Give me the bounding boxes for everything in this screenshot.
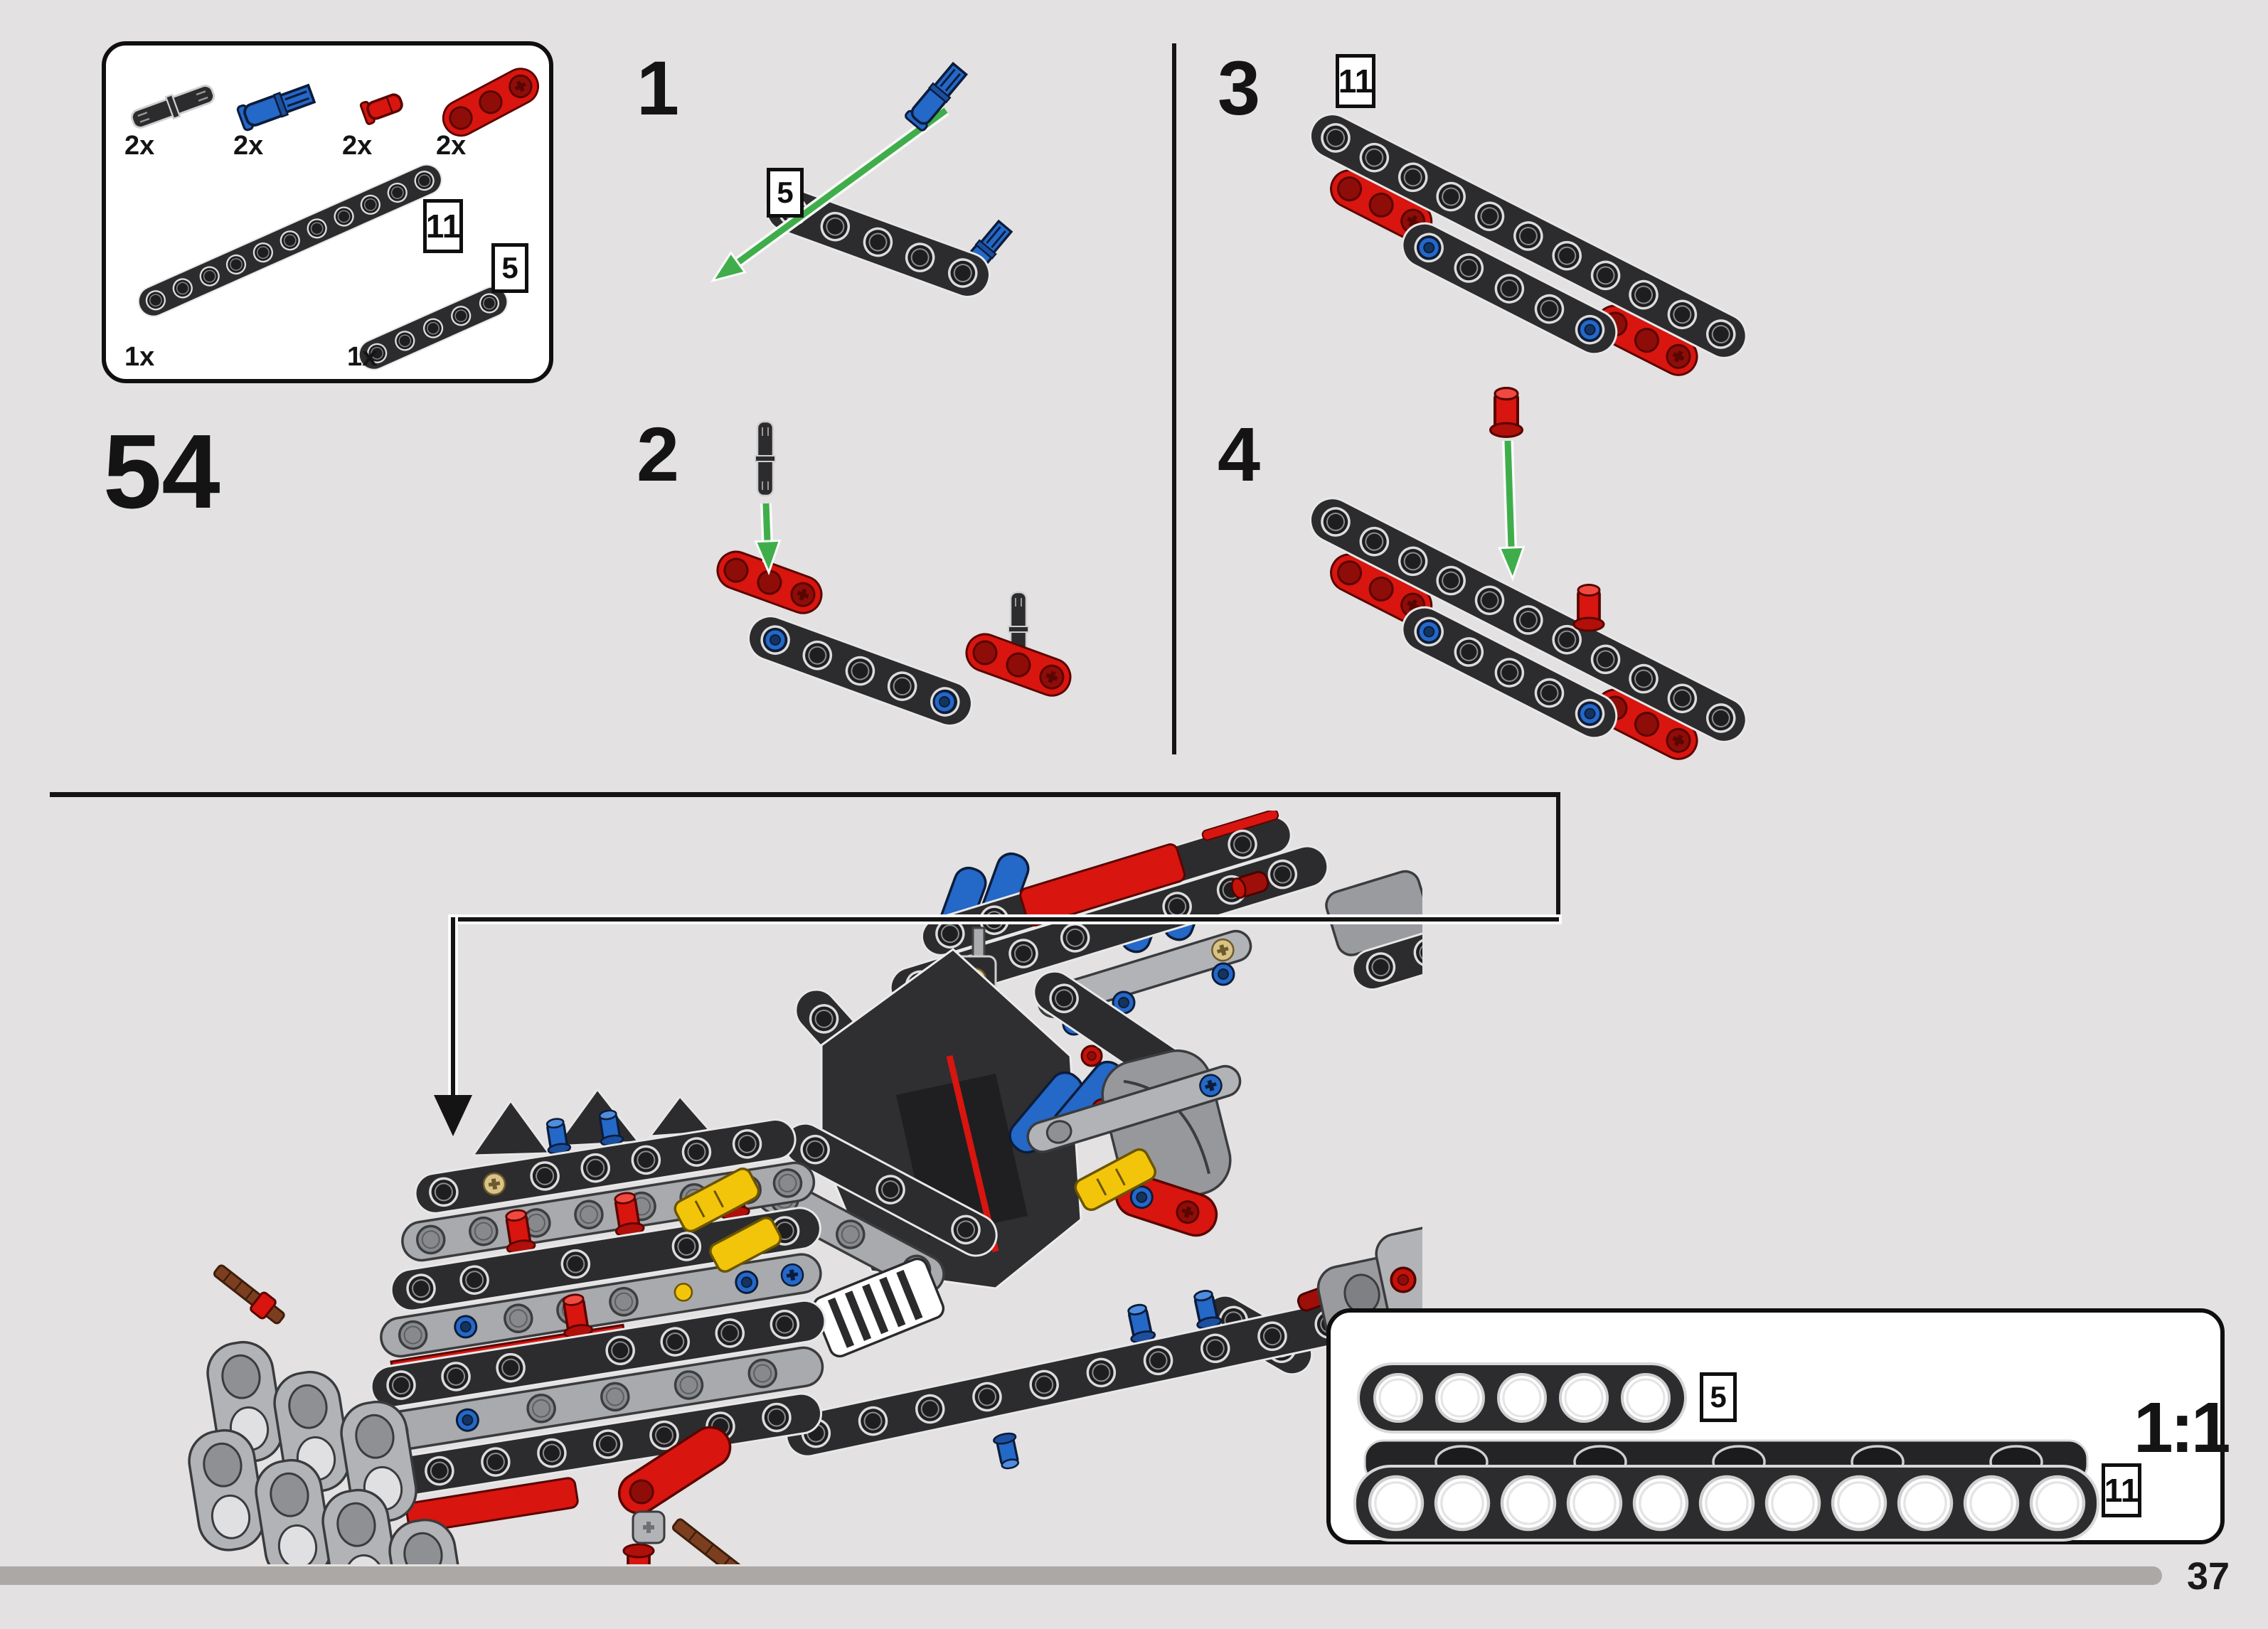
scale-ratio-label: 1:1 bbox=[2134, 1388, 2231, 1468]
column-divider bbox=[1172, 43, 1176, 754]
red-liftarm-2l bbox=[1114, 1173, 1218, 1237]
blue-pin-flange bbox=[932, 690, 957, 714]
front-row1-dark bbox=[414, 1108, 797, 1214]
red-panel bbox=[1019, 843, 1186, 926]
step1-length-tag: 5 bbox=[767, 168, 804, 218]
rear-end-beam bbox=[1351, 926, 1422, 991]
insert-arrow bbox=[754, 503, 782, 576]
step2-number: 2 bbox=[637, 411, 680, 497]
beam-5l-icon bbox=[354, 282, 512, 375]
model-front-block bbox=[183, 1087, 826, 1564]
callout-vertical-right bbox=[1556, 792, 1560, 922]
scale-tag-5-text: 5 bbox=[1710, 1380, 1727, 1414]
pin-red-icon bbox=[358, 89, 406, 127]
progress-bar bbox=[0, 1566, 2162, 1585]
beam-5l-actual-size bbox=[1357, 1362, 1687, 1433]
gray-cross-connector bbox=[632, 1510, 666, 1544]
scale-tag-11: 11 bbox=[2102, 1463, 2141, 1517]
length-tag-5: 5 bbox=[491, 243, 528, 293]
beam-11l bbox=[1303, 107, 1754, 365]
scale-tag-11-text: 11 bbox=[2104, 1472, 2139, 1509]
step3-number: 3 bbox=[1218, 45, 1261, 131]
red-liftarm-bottom bbox=[617, 1426, 732, 1515]
step4-diagram bbox=[1209, 384, 1849, 767]
rear-gray-liftarm-lower bbox=[1026, 1064, 1242, 1153]
model-mid-links bbox=[756, 1122, 998, 1358]
front-row3-dark bbox=[390, 1173, 821, 1312]
red-pin-top-right bbox=[1230, 870, 1269, 899]
beam-11l bbox=[1303, 491, 1754, 749]
qty-label: 1x bbox=[124, 342, 155, 372]
pin-red-inserted bbox=[1572, 583, 1605, 632]
red-pin-collar bbox=[250, 1291, 277, 1320]
yellow-connector-a bbox=[674, 1168, 760, 1233]
step3-length-tag-text: 11 bbox=[1338, 63, 1373, 100]
brown-axle-upper bbox=[213, 1264, 285, 1325]
step3-diagram bbox=[1209, 43, 1849, 377]
callout-arrowhead bbox=[434, 1095, 472, 1136]
scale-box-illustrations bbox=[1353, 1362, 2099, 1542]
subassembly bbox=[1277, 107, 1753, 377]
length-tag-5-text: 5 bbox=[501, 251, 518, 284]
brown-axle-bottom bbox=[671, 1518, 755, 1564]
step1-diagram bbox=[710, 60, 1016, 356]
yellow-connector bbox=[1074, 1148, 1157, 1212]
red-pin-bottom bbox=[622, 1543, 655, 1564]
insert-arrow bbox=[710, 105, 949, 283]
step2-diagram bbox=[711, 420, 1077, 754]
beam-11l-icon bbox=[134, 160, 447, 321]
length-tag-11-text: 11 bbox=[425, 208, 461, 245]
front-row5-dark bbox=[370, 1291, 826, 1409]
step1-number: 1 bbox=[637, 45, 680, 131]
callout-horizontal bbox=[451, 917, 1559, 922]
beam-5l bbox=[742, 610, 978, 732]
axle-pin-blue-icon bbox=[235, 80, 317, 132]
liftarm-3l-red-icon bbox=[436, 61, 545, 143]
callout-vertical-left bbox=[451, 917, 455, 1095]
qty-label: 1x bbox=[347, 342, 378, 372]
step3-length-tag: 11 bbox=[1336, 54, 1375, 108]
pin-black-floating bbox=[754, 420, 777, 497]
pin-red-floating bbox=[1491, 388, 1523, 437]
qty-label: 2x bbox=[436, 131, 467, 161]
front-row4-gray bbox=[380, 1253, 822, 1358]
assembly-step-number: 54 bbox=[103, 413, 220, 530]
step1-length-tag-text: 5 bbox=[777, 176, 794, 209]
beam-11l-actual-size bbox=[1353, 1439, 2099, 1542]
step4-number: 4 bbox=[1218, 411, 1261, 497]
model-illustration bbox=[183, 811, 1422, 1564]
scale-tag-5: 5 bbox=[1700, 1372, 1737, 1422]
length-tag-11: 11 bbox=[423, 199, 463, 253]
blue-pin-flange bbox=[763, 628, 787, 652]
parts-box-illustrations bbox=[127, 61, 545, 383]
qty-label: 2x bbox=[233, 131, 264, 161]
yellow-connector-b bbox=[709, 1217, 782, 1273]
qty-label: 2x bbox=[342, 131, 373, 161]
insert-arrow bbox=[1498, 440, 1526, 582]
pin-long-black-icon bbox=[127, 80, 218, 134]
page-number: 37 bbox=[2187, 1555, 2230, 1598]
qty-label: 2x bbox=[124, 131, 155, 161]
section-divider bbox=[50, 792, 1560, 797]
